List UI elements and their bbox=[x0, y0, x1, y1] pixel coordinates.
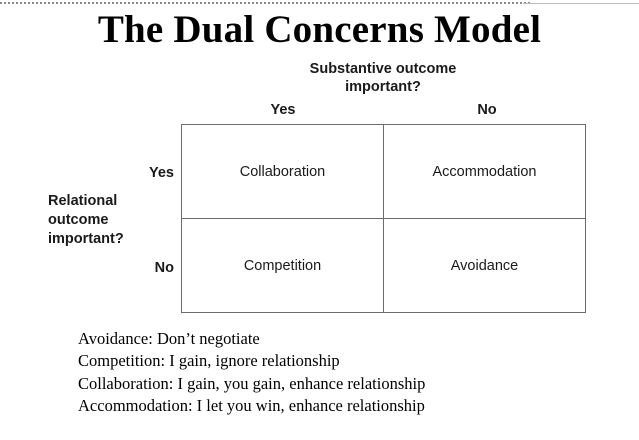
table-row: Competition Avoidance bbox=[181, 218, 586, 313]
page-title: The Dual Concerns Model bbox=[97, 8, 542, 51]
column-label-yes: Yes bbox=[270, 102, 296, 118]
row-axis-header-line3: important? bbox=[48, 231, 124, 247]
column-axis-header-line2: important? bbox=[345, 79, 421, 95]
top-solid-rule bbox=[523, 3, 639, 4]
row-axis-header: Relational outcome important? bbox=[48, 192, 178, 249]
row-axis-header-line1: Relational bbox=[48, 193, 118, 209]
top-dotted-rule bbox=[0, 2, 530, 4]
matrix-cell-accommodation: Accommodation bbox=[383, 124, 586, 219]
row-label-yes: Yes bbox=[149, 165, 174, 181]
legend-item-avoidance: Avoidance: Don’t negotiate bbox=[78, 329, 260, 348]
dual-concerns-matrix: Collaboration Accommodation Competition … bbox=[181, 124, 586, 313]
table-row: Collaboration Accommodation bbox=[181, 124, 586, 219]
matrix-cell-competition: Competition bbox=[181, 218, 384, 313]
matrix-cell-collaboration: Collaboration bbox=[181, 124, 384, 219]
legend-item-accommodation: Accommodation: I let you win, enhance re… bbox=[78, 395, 425, 415]
row-label-no: No bbox=[154, 260, 174, 276]
column-axis-header-line1: Substantive outcome bbox=[309, 61, 457, 77]
row-axis-header-line2: outcome bbox=[48, 212, 109, 228]
column-label-no: No bbox=[477, 102, 497, 118]
column-axis-header: Substantive outcome important? bbox=[243, 60, 523, 96]
legend-list: Avoidance: Don’t negotiate Competition: … bbox=[78, 328, 425, 417]
matrix-cell-avoidance: Avoidance bbox=[383, 218, 586, 313]
legend-item-collaboration: Collaboration: I gain, you gain, enhance… bbox=[78, 373, 426, 393]
legend-item-competition: Competition: I gain, ignore relationship bbox=[78, 351, 340, 371]
